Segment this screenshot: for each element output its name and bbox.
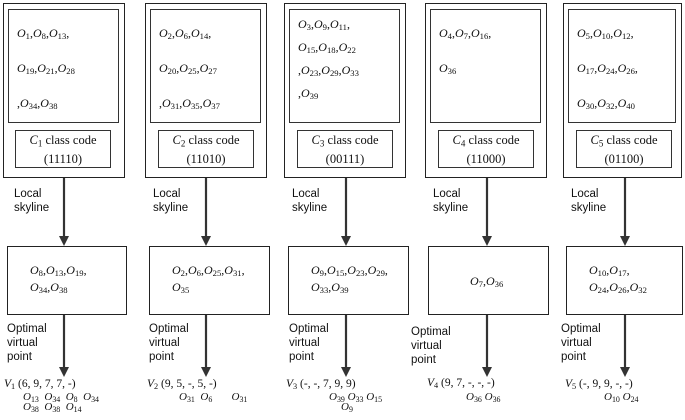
col5-skyline-line: O10,O17, [589, 263, 630, 279]
col4-local-skyline-label: skyline [433, 202, 469, 214]
col3-objects-box [289, 9, 400, 123]
col2-optimal-point-label: virtual [149, 337, 180, 349]
col1-local-skyline-label: Local [14, 188, 42, 200]
col2-objects-box [150, 9, 261, 123]
col1-skyline-box [7, 246, 127, 315]
col3-class-code-box: C3 class code (00111) [297, 130, 393, 168]
col5-optimal-point-label: point [561, 351, 586, 363]
col2-objects-line: O2,O6,O14, [159, 26, 212, 42]
col1-local-skyline-arrow [59, 178, 69, 246]
col1-local-skyline-label: skyline [14, 202, 50, 214]
col3-local-skyline-label: skyline [292, 202, 328, 214]
col5-vector-sources: O10 O24 [604, 391, 639, 404]
col2-vector-sources: O31 O6 O31 [179, 391, 248, 404]
col2-objects-line: ,O31,O35,O37 [159, 96, 220, 112]
col1-vector-sources: O38 O38 O14 [23, 401, 82, 414]
col3-vector-sources: O39 O33 O15 [329, 391, 383, 404]
col5-optimal-point-label: Optimal [561, 323, 601, 335]
col3-optimal-point-label: virtual [289, 337, 320, 349]
col5-class-code-box: C5 class code (01100) [576, 130, 672, 168]
col4-optimal-point-arrow [482, 315, 492, 377]
col2-skyline-box [149, 246, 270, 315]
col1-vector-sources: O13 O34 O8 O34 [23, 391, 99, 404]
col4-class-code-value: (11000) [466, 152, 506, 167]
col4-optimal-point-label: Optimal [411, 326, 451, 338]
col3-objects-line: ,O39 [298, 86, 319, 102]
col5-class-code-value: (01100) [604, 152, 644, 167]
col5-objects-line: O17,O24,O26, [577, 61, 638, 77]
col4-virtual-point-vector: V4 (9, 7, -, -, -) [427, 377, 495, 391]
col3-skyline-line: O9,O15,O23,O29, [311, 263, 388, 279]
col1-optimal-point-label: Optimal [7, 323, 47, 335]
col1-objects-box [8, 9, 119, 123]
col5-skyline-box [566, 246, 683, 315]
col2-optimal-point-arrow [201, 315, 211, 377]
col2-optimal-point-label: Optimal [149, 323, 189, 335]
col4-skyline-line: O7,O36 [470, 274, 504, 290]
col3-objects-line: ,O23,O29,O33 [298, 63, 359, 79]
col4-vector-sources: O36 O36 [466, 391, 501, 404]
col2-virtual-point-vector: V2 (9, 5, -, 5, -) [147, 378, 217, 392]
col1-class-code-label: C1 class code [29, 133, 97, 149]
col2-local-skyline-label: skyline [153, 202, 189, 214]
col3-objects-line: O3,O9,O11, [298, 17, 350, 33]
col1-objects-line: ,O34,O38 [17, 96, 58, 112]
col2-class-code-box: C2 class code (11010) [158, 130, 254, 168]
col4-objects-line: O36 [439, 61, 457, 77]
col3-class-code-value: (00111) [325, 152, 365, 167]
col1-objects-line: O1,O8,O13, [17, 26, 70, 42]
col4-optimal-point-label: point [411, 354, 436, 366]
col3-local-skyline-arrow [341, 178, 351, 246]
col5-local-skyline-label: Local [571, 188, 599, 200]
col5-optimal-point-label: virtual [561, 337, 592, 349]
col4-objects-box [430, 9, 541, 123]
col4-skyline-box [428, 246, 549, 315]
col3-vector-sources: O9 [341, 401, 353, 414]
col3-objects-line: O15,O18,O22 [298, 40, 356, 56]
col2-skyline-line: O2,O6,O25,O31, [172, 263, 245, 279]
col1-optimal-point-arrow [59, 315, 69, 377]
col1-skyline-line: O8,O13,O19, [30, 263, 87, 279]
col3-optimal-point-label: point [289, 351, 314, 363]
col5-virtual-point-vector: V5 (-, 9, 9, -, -) [565, 378, 633, 392]
col5-objects-box [568, 9, 676, 123]
col4-local-skyline-label: Local [433, 188, 461, 200]
col5-local-skyline-arrow [620, 178, 630, 246]
col3-skyline-line: O33,O39 [311, 280, 349, 296]
col5-optimal-point-arrow [620, 315, 630, 377]
col1-optimal-point-label: point [7, 351, 32, 363]
col3-local-skyline-label: Local [292, 188, 320, 200]
col3-virtual-point-vector: V3 (-, -, 7, 9, 9) [286, 378, 356, 392]
col2-class-code-label: C2 class code [172, 133, 240, 149]
col1-skyline-line: O34,O38 [30, 280, 68, 296]
col2-local-skyline-label: Local [153, 188, 181, 200]
col1-optimal-point-label: virtual [7, 337, 38, 349]
col4-optimal-point-label: virtual [411, 340, 442, 352]
col4-class-code-label: C4 class code [452, 133, 520, 149]
col1-objects-line: O19,O21,O28 [17, 61, 75, 77]
col1-class-code-value: (11110) [43, 152, 83, 167]
col1-virtual-point-vector: V1 (6, 9, 7, 7, -) [4, 378, 76, 392]
col3-optimal-point-label: Optimal [289, 323, 329, 335]
col2-skyline-line: O35 [172, 280, 190, 296]
col2-local-skyline-arrow [201, 178, 211, 246]
col5-local-skyline-label: skyline [571, 202, 607, 214]
col1-class-code-box: C1 class code (11110) [15, 130, 111, 168]
col3-skyline-box [288, 246, 409, 315]
col3-class-code-label: C3 class code [311, 133, 379, 149]
col5-objects-line: O30,O32,O40 [577, 96, 635, 112]
col3-optimal-point-arrow [341, 315, 351, 377]
col5-objects-line: O5,O10,O12, [577, 26, 634, 42]
col5-skyline-line: O24,O26,O32 [589, 280, 647, 296]
col2-objects-line: O20,O25,O27 [159, 61, 217, 77]
col4-local-skyline-arrow [482, 178, 492, 246]
col4-objects-line: O4,O7,O16, [439, 26, 492, 42]
col2-class-code-value: (11010) [186, 152, 226, 167]
col5-class-code-label: C5 class code [590, 133, 658, 149]
col4-class-code-box: C4 class code (11000) [438, 130, 534, 168]
col2-optimal-point-label: point [149, 351, 174, 363]
